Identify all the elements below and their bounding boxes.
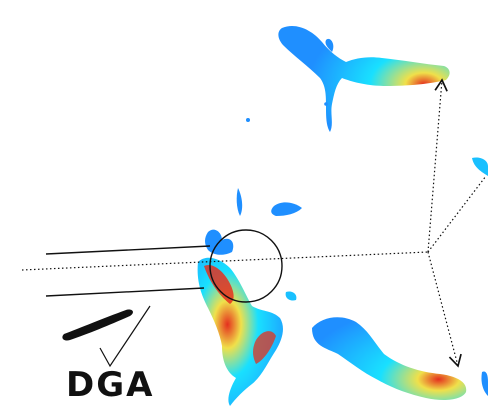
guide-to-bottom-right [427,251,462,368]
dga-pointer-line [99,305,151,368]
dga-annotation: DGA [62,305,154,405]
plume-speck [324,102,328,106]
plume-right [312,317,467,400]
plume-left-shape [197,257,283,406]
tube-edge-upper [45,245,211,255]
plume-speck [246,118,250,122]
plume-left-core-lower [253,331,276,364]
plume-top-shape [278,25,450,132]
tube-outline [45,229,283,303]
dga-label: DGA [66,365,154,405]
circle-marker [209,229,283,303]
plume-right-shape [312,317,467,400]
plume-edge-right-lower [481,371,488,396]
plume-edge-right [472,157,488,176]
plume-top [246,25,450,132]
plume-left [197,188,302,406]
plume-left-spike [236,188,243,216]
guide-to-top-right [427,78,448,253]
plume-left-spike [271,202,302,216]
plume-top-spur [325,38,334,52]
plume-left-spike [285,291,297,301]
dotted-guide-lines [21,78,487,368]
guide-to-right [427,175,487,253]
tube-edge-lower [45,287,205,297]
dga-pointer-stroke [62,309,133,341]
